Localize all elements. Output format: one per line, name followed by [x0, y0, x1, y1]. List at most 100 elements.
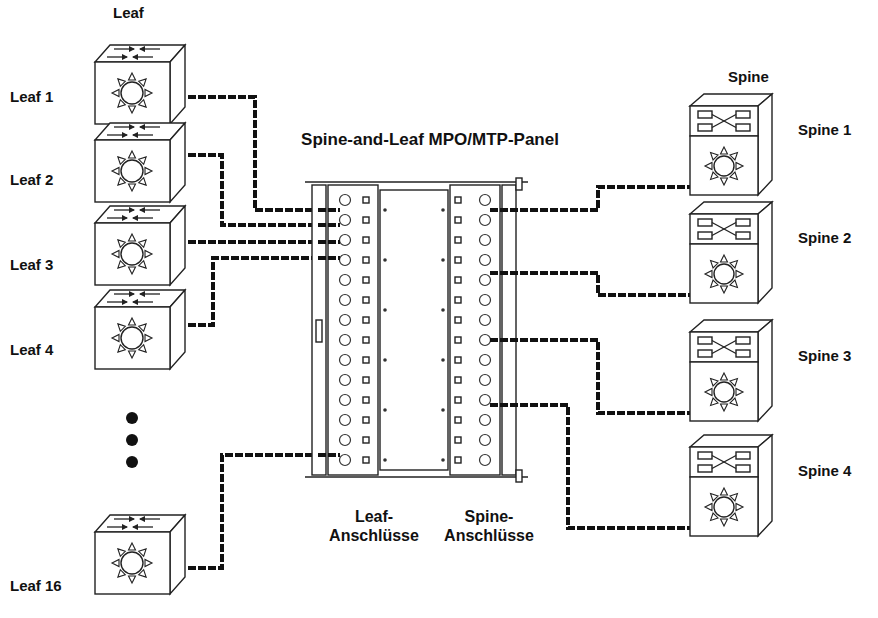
- switch-star-ray: [730, 398, 737, 405]
- switch-star-ray: [129, 73, 136, 80]
- node-outline: [270, 130, 590, 560]
- switch-arrow: [133, 56, 153, 57]
- switch-label: Spine 1: [798, 121, 851, 139]
- switch-label: Leaf 16: [10, 577, 62, 595]
- fiber-cable: [188, 97, 318, 210]
- column-heading: Leaf: [113, 4, 144, 22]
- switch-star-ray: [721, 178, 728, 185]
- mpo-port: [340, 195, 351, 206]
- port-latch: [455, 297, 461, 303]
- flange-mark: [316, 320, 322, 342]
- port-latch: [455, 317, 461, 323]
- port-latch: [363, 357, 369, 363]
- mpo-port: [340, 215, 351, 226]
- mpo-port: [480, 395, 491, 406]
- node-drawing: [305, 178, 528, 482]
- port-latch: [363, 337, 369, 343]
- port-latch: [363, 217, 369, 223]
- port-latch: [363, 437, 369, 443]
- switch-star-ray: [129, 234, 136, 241]
- switch-star-ray: [730, 513, 737, 520]
- switch-star-ray: [145, 168, 152, 175]
- switch-star-ray: [711, 398, 718, 405]
- ellipsis-dot: [126, 456, 138, 468]
- cable-stub: [490, 271, 540, 275]
- switch-front-face: [95, 140, 170, 202]
- node-drawing: [690, 94, 772, 195]
- switch-upper-front: [690, 332, 758, 362]
- mpo-port: [340, 335, 351, 346]
- switch-star-ray: [129, 184, 136, 191]
- switch-star-ray: [721, 286, 728, 293]
- leaf-switch: Leaf 4: [10, 287, 188, 372]
- mpo-port: [480, 315, 491, 326]
- switch-star-ray: [129, 351, 136, 358]
- switch-arrow: [133, 134, 153, 135]
- mpo-port: [480, 275, 491, 286]
- mpo-port: [480, 435, 491, 446]
- switch-star-ray: [129, 318, 136, 325]
- mpo-port: [340, 255, 351, 266]
- port-symbol: [736, 111, 750, 118]
- port-latch: [363, 457, 369, 463]
- switch-star-ray: [139, 100, 146, 107]
- switch-lower-front: [690, 477, 758, 536]
- port-symbol: [698, 124, 712, 131]
- panel-edge-line: [305, 181, 528, 182]
- fiber-cable: [188, 155, 318, 225]
- port-latch: [363, 417, 369, 423]
- switch-star-ray: [139, 178, 146, 185]
- panel-left-flange: [312, 185, 326, 475]
- panel-screw: [441, 208, 445, 212]
- port-symbol: [736, 465, 750, 472]
- panel-right-flange: [502, 185, 516, 475]
- panel-screw: [383, 358, 387, 362]
- mpo-port: [340, 355, 351, 366]
- panel-screw: [441, 458, 445, 462]
- patch-panel: Leaf- AnschlüsseSpine- AnschlüsseSpine-a…: [270, 130, 590, 560]
- switch-star-ray: [711, 513, 718, 520]
- switch-star-ray: [129, 267, 136, 274]
- switch-star-ray: [118, 178, 125, 185]
- switch-label: Spine 3: [798, 347, 851, 365]
- panel-middle-plate: [380, 190, 448, 470]
- leaf-switch: Leaf 1: [10, 42, 188, 127]
- switch-star-ray: [118, 79, 125, 86]
- fiber-cable: [188, 240, 318, 244]
- port-latch: [455, 217, 461, 223]
- port-latch: [455, 257, 461, 263]
- switch-arrow: [140, 126, 160, 127]
- port-symbol: [698, 219, 712, 226]
- switch-star-ray: [736, 389, 743, 396]
- ellipsis-dot: [126, 434, 138, 446]
- switch-label: Leaf 1: [10, 88, 53, 106]
- switch-label: Leaf 4: [10, 341, 53, 359]
- cross-line: [712, 456, 736, 469]
- mpo-port: [480, 355, 491, 366]
- switch-star-ray: [730, 494, 737, 501]
- switch-arrow: [140, 293, 160, 294]
- spine-port-strip: [450, 185, 500, 475]
- switch-arrow: [114, 518, 134, 519]
- switch-star-circle: [121, 552, 143, 574]
- mpo-port: [340, 435, 351, 446]
- switch-front-face: [95, 532, 170, 594]
- mpo-port: [340, 295, 351, 306]
- switch-label: Leaf 2: [10, 171, 53, 189]
- panel-screw: [383, 308, 387, 312]
- panel-title: Spine-and-Leaf MPO/MTP-Panel: [301, 130, 559, 150]
- switch-upper-front: [690, 447, 758, 477]
- switch-side-face: [170, 45, 185, 124]
- mpo-port: [480, 255, 491, 266]
- switch-arrow: [114, 293, 134, 294]
- switch-arrow: [133, 301, 153, 302]
- port-latch: [455, 357, 461, 363]
- spine-switch: Spine 2: [690, 200, 870, 305]
- switch-star-ray: [730, 153, 737, 160]
- port-latch: [363, 317, 369, 323]
- switch-star-ray: [139, 157, 146, 164]
- switch-lower-front: [690, 362, 758, 421]
- node-outline: [690, 92, 870, 197]
- port-symbol: [736, 337, 750, 344]
